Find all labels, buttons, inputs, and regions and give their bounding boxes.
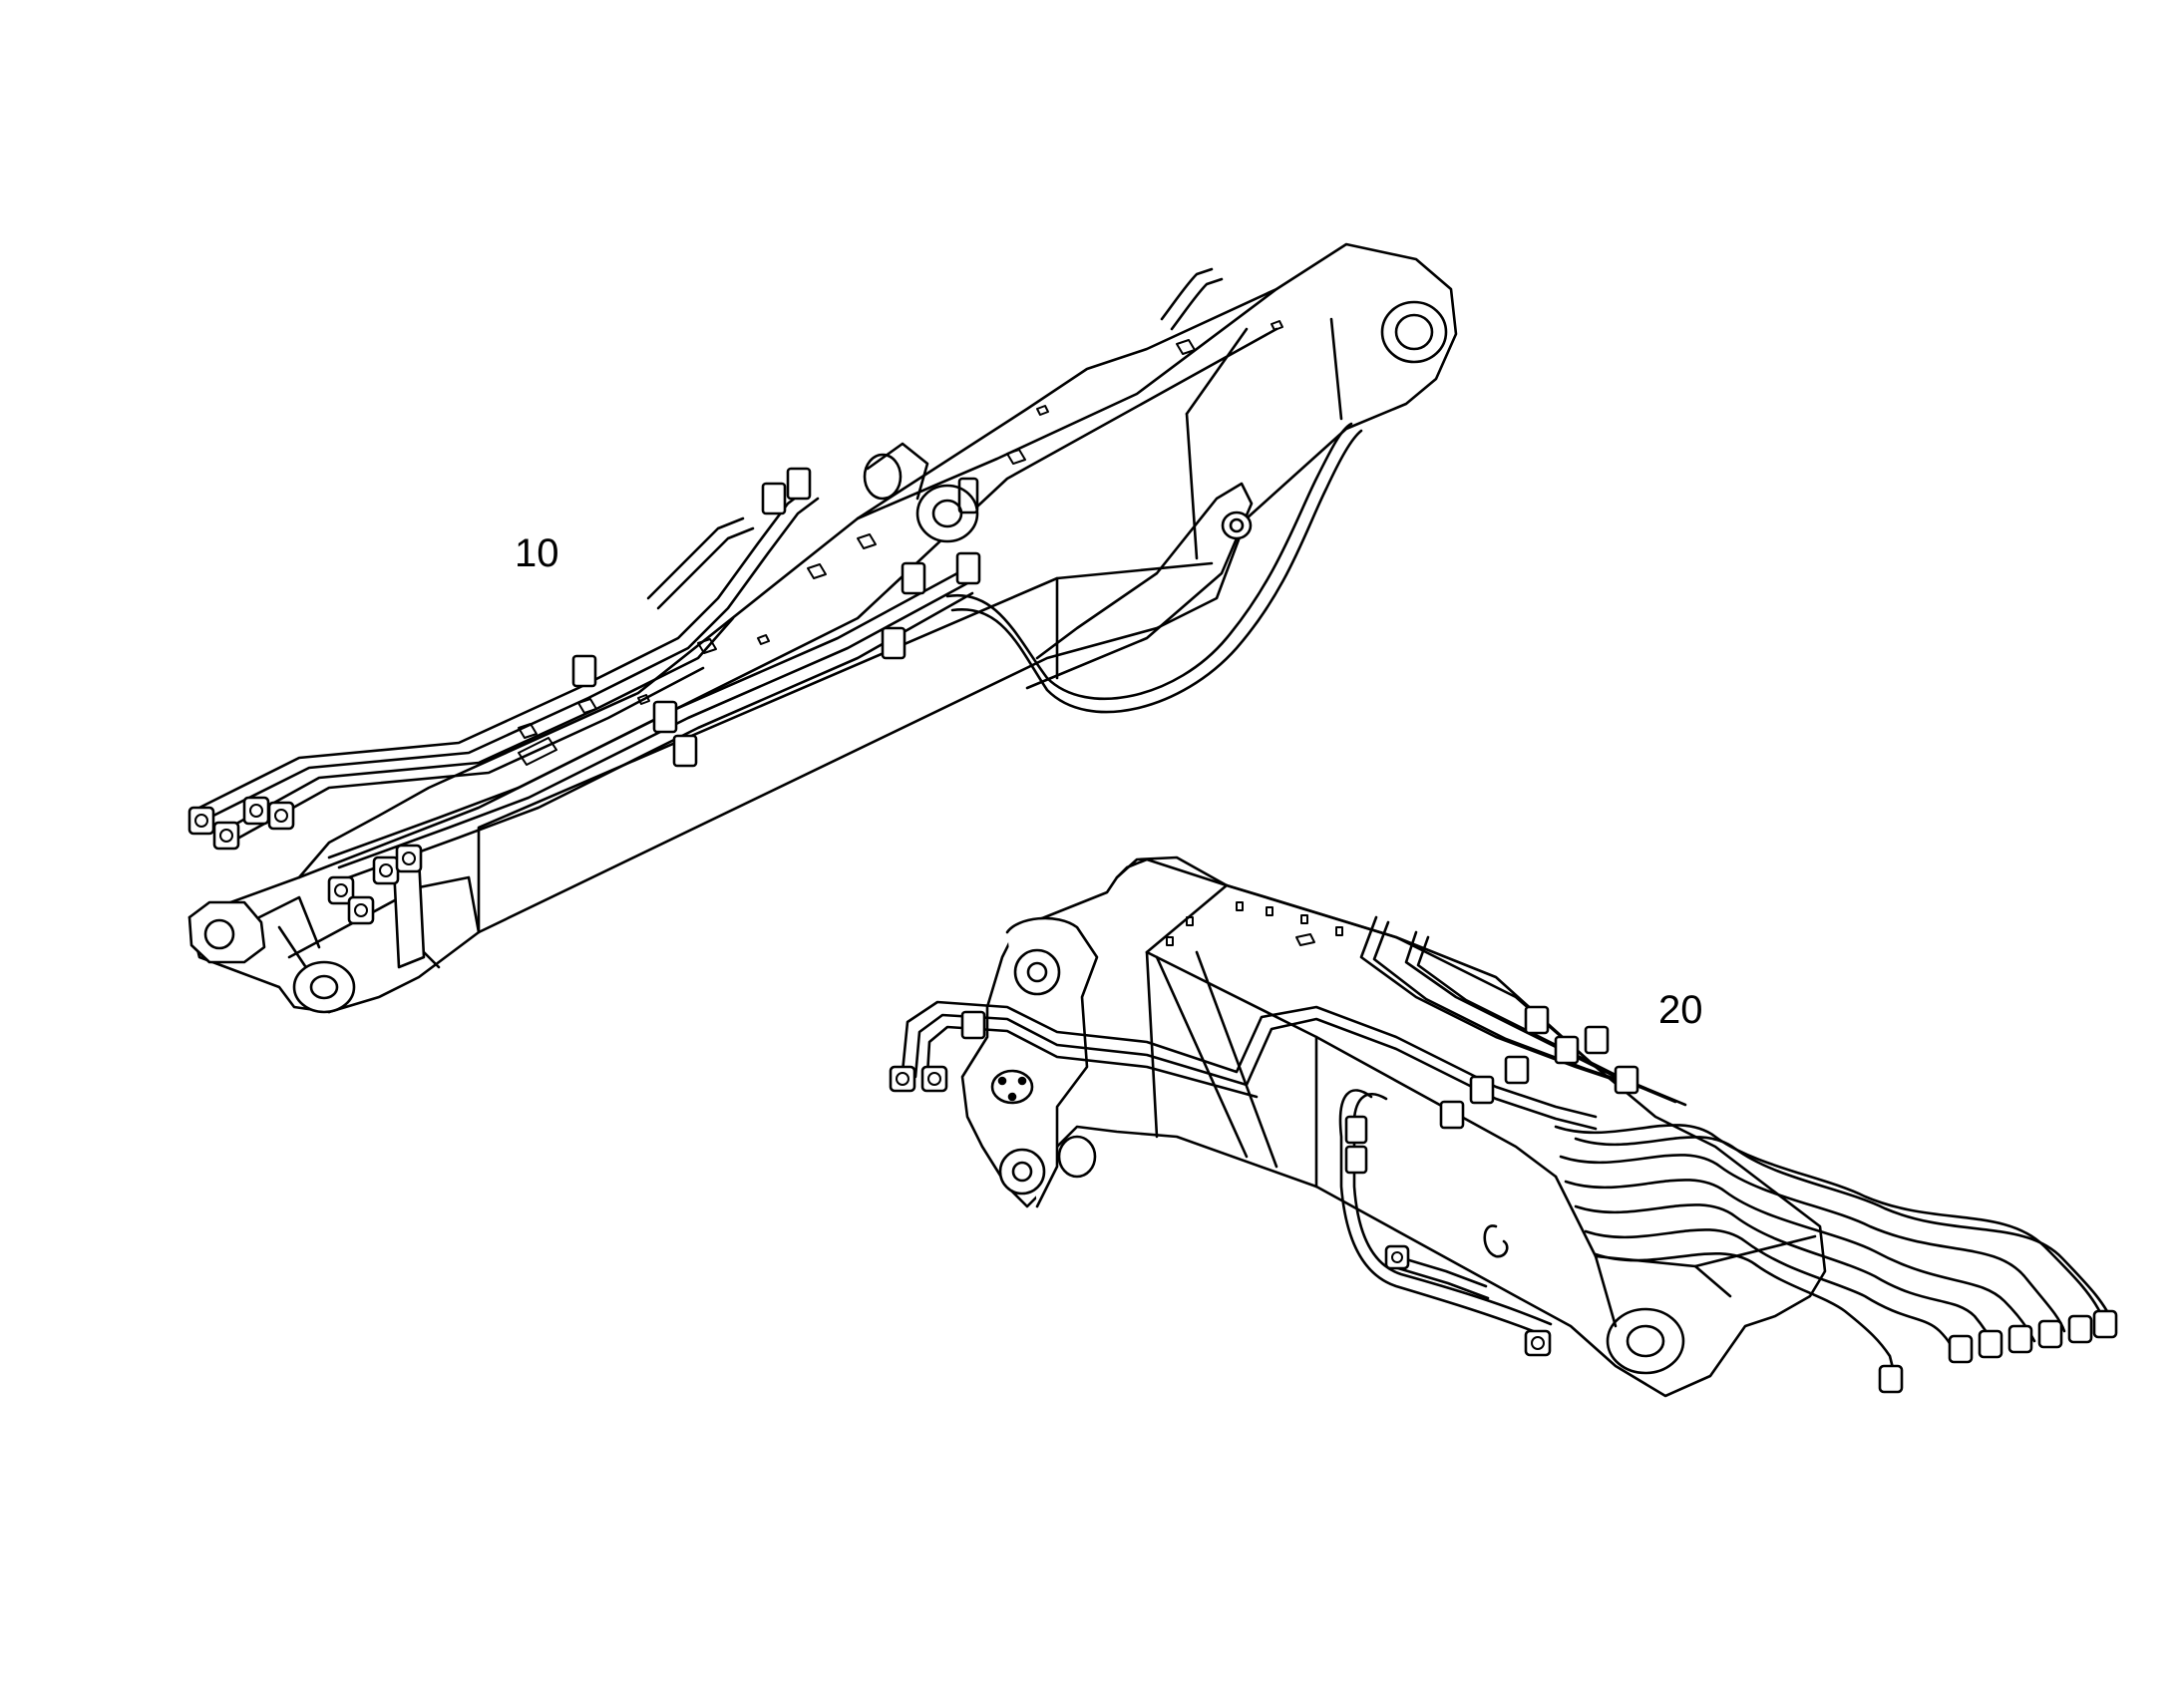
part-10-boom-assembly <box>187 242 1458 1014</box>
callout-20: 20 <box>1658 988 1703 1032</box>
callout-10: 10 <box>515 531 559 575</box>
part-20-boom-assembly <box>889 855 2118 1398</box>
